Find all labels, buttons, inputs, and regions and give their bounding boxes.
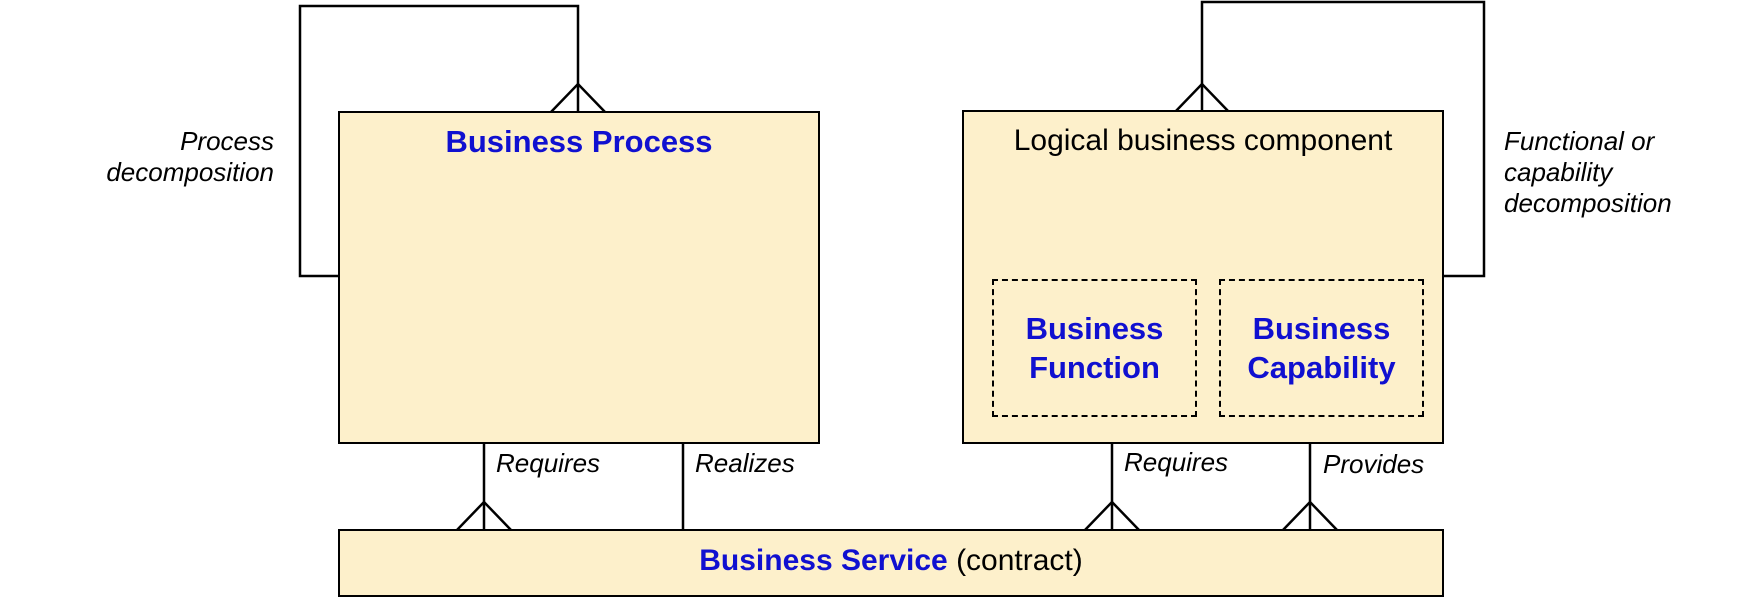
functional-decomposition-line3: decomposition xyxy=(1504,188,1672,218)
business-capability-label-line2: Capability xyxy=(1247,350,1396,385)
component-requires-crowsfoot xyxy=(1084,500,1140,531)
component-provides-label: Provides xyxy=(1323,449,1425,479)
business-function-box: Business Function xyxy=(992,279,1197,417)
business-capability-label-line1: Business xyxy=(1252,311,1391,346)
process-decomposition-connector xyxy=(298,4,580,278)
business-function-label-line1: Business xyxy=(1025,311,1164,346)
business-service-title: Business Service xyxy=(699,544,948,577)
functional-decomposition-line2: capability xyxy=(1504,157,1613,187)
business-process-title: Business Process xyxy=(445,124,713,159)
business-process-box: Business Process xyxy=(338,111,820,444)
business-capability-box: Business Capability xyxy=(1219,279,1424,417)
business-service-title-row: Business Service (contract) xyxy=(340,544,1442,578)
logical-business-component-box: Logical business component Business Func… xyxy=(962,110,1444,444)
business-service-box: Business Service (contract) xyxy=(338,529,1444,597)
process-realizes-label: Realizes xyxy=(695,448,795,478)
business-service-suffix: (contract) xyxy=(956,544,1083,577)
process-crowsfoot-marker xyxy=(550,82,606,113)
process-decomposition-label: Process decomposition xyxy=(106,126,274,188)
process-decomposition-line1: Process xyxy=(180,126,274,156)
component-crowsfoot-marker xyxy=(1174,82,1230,113)
functional-decomposition-line1: Functional or xyxy=(1504,126,1655,156)
component-decomposition-connector xyxy=(1200,0,1486,278)
process-requires-crowsfoot xyxy=(456,500,512,531)
business-function-label-line2: Function xyxy=(1029,350,1160,385)
component-requires-label: Requires xyxy=(1124,447,1229,477)
functional-decomposition-label: Functional or capability decomposition xyxy=(1504,126,1672,219)
process-requires-label: Requires xyxy=(496,448,601,478)
component-provides-crowsfoot xyxy=(1282,500,1338,531)
process-decomposition-line2: decomposition xyxy=(106,157,274,187)
logical-business-component-title: Logical business component xyxy=(1013,124,1393,157)
